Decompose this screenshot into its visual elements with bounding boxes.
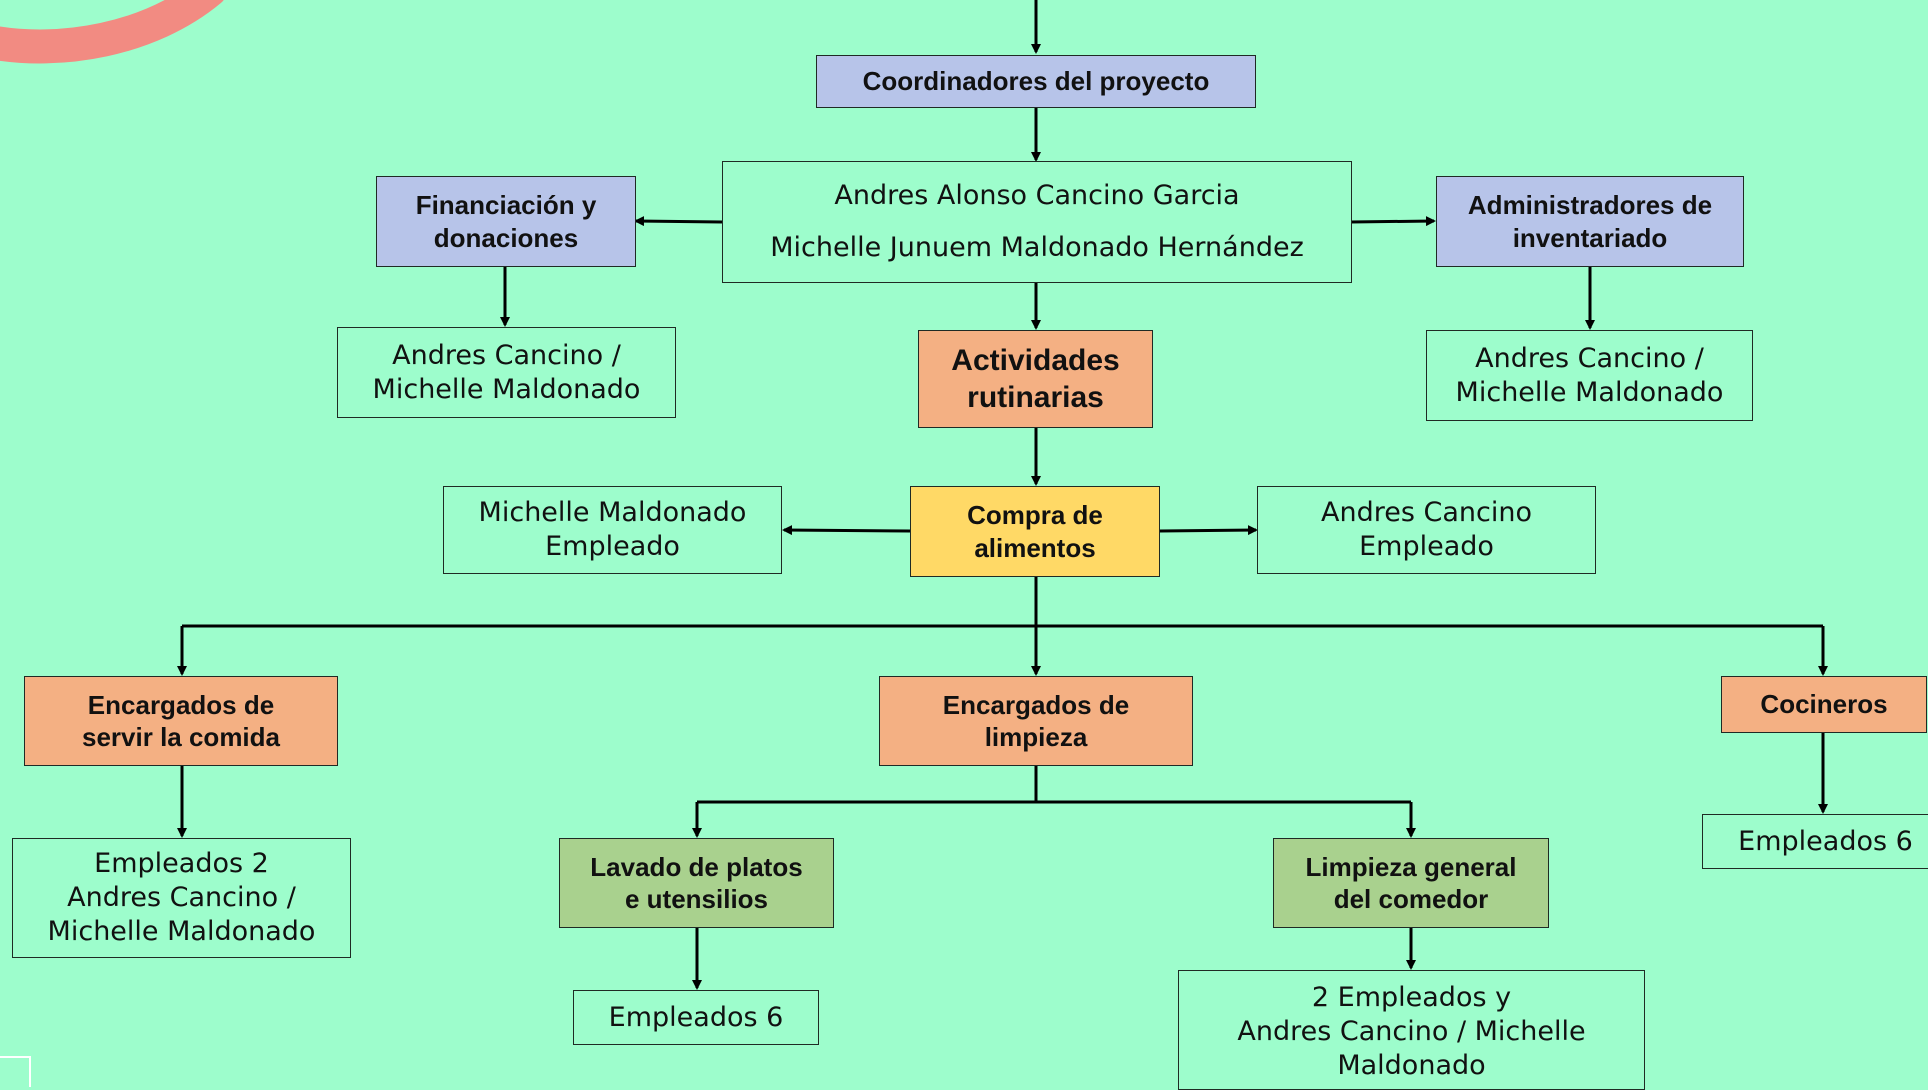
cocineros-box: Cocineros (1721, 676, 1927, 733)
limpieza-label-2: limpieza (984, 722, 1088, 752)
administradores-name-1: Andres Cancino / (1475, 342, 1704, 374)
compra-left-name: Michelle Maldonado (478, 497, 747, 529)
financiacion-name-2: Michelle Maldonado (372, 373, 641, 405)
lavado-names-box: Empleados 6 (573, 990, 819, 1045)
cocineros-names: Empleados 6 (1738, 825, 1913, 857)
administradores-names-box: Andres Cancino / Michelle Maldonado (1426, 330, 1753, 421)
compra-right-role: Empleado (1359, 531, 1494, 562)
limpieza-general-name-3: Maldonado (1337, 1049, 1486, 1081)
financiacion-box: Financiación y donaciones (376, 176, 636, 267)
lavado-label-1: Lavado de platos (590, 851, 803, 882)
administradores-box: Administradores de inventariado (1436, 176, 1744, 267)
servir-label-2: servir la comida (82, 722, 280, 752)
servir-label-1: Encargados de (87, 689, 275, 720)
compra-label-1: Compra de (967, 500, 1103, 530)
administradores-label-1: Administradores de (1467, 190, 1713, 220)
limpieza-label-1: Encargados de (942, 689, 1130, 720)
decorative-square (0, 1056, 31, 1087)
cocineros-label: Cocineros (1760, 689, 1888, 720)
actividades-label-2: rutinarias (967, 381, 1104, 414)
limpieza-general-label-1: Limpieza general (1305, 851, 1517, 882)
servir-name-1: Empleados 2 (94, 848, 269, 880)
limpieza-general-box: Limpieza general del comedor (1273, 838, 1549, 928)
coordinadores-box: Coordinadores del proyecto (816, 55, 1256, 108)
compra-left-box: Michelle Maldonado Empleado (443, 486, 782, 574)
compra-box: Compra de alimentos (910, 486, 1160, 577)
administradores-label-2: inventariado (1512, 222, 1668, 253)
administradores-name-2: Michelle Maldonado (1455, 376, 1724, 408)
servir-name-3: Michelle Maldonado (47, 915, 316, 947)
coord-name-2: Michelle Junuem Maldonado Hernández (770, 232, 1304, 264)
decorative-arc (0, 0, 224, 64)
coord-name-1: Andres Alonso Cancino Garcia (834, 180, 1240, 212)
lavado-box: Lavado de platos e utensilios (559, 838, 834, 928)
servir-name-2: Andres Cancino / (67, 882, 296, 914)
limpieza-general-label-2: del comedor (1333, 884, 1489, 914)
financiacion-name-1: Andres Cancino / (392, 339, 621, 371)
limpieza-general-name-2: Andres Cancino / Michelle (1237, 1015, 1586, 1047)
actividades-label-1: Actividades (951, 343, 1120, 377)
compra-label-2: alimentos (974, 532, 1096, 563)
coordinadores-names-box: Andres Alonso Cancino Garcia Michelle Ju… (722, 161, 1352, 283)
financiacion-label-1: Financiación y (415, 190, 597, 220)
compra-right-name: Andres Cancino (1321, 497, 1532, 529)
financiacion-label-2: donaciones (433, 222, 579, 253)
compra-right-box: Andres Cancino Empleado (1257, 486, 1596, 574)
financiacion-names-box: Andres Cancino / Michelle Maldonado (337, 327, 676, 418)
limpieza-general-names-box: 2 Empleados y Andres Cancino / Michelle … (1178, 970, 1645, 1090)
servir-names-box: Empleados 2 Andres Cancino / Michelle Ma… (12, 838, 351, 958)
servir-box: Encargados de servir la comida (24, 676, 338, 766)
limpieza-general-name-1: 2 Empleados y (1311, 982, 1512, 1013)
limpieza-box: Encargados de limpieza (879, 676, 1193, 766)
actividades-box: Actividades rutinarias (918, 330, 1153, 428)
cocineros-names-box: Empleados 6 (1702, 814, 1928, 869)
lavado-label-2: e utensilios (624, 884, 769, 914)
compra-left-role: Empleado (545, 531, 680, 562)
lavado-names: Empleados 6 (608, 1001, 784, 1033)
coordinadores-label: Coordinadores del proyecto (862, 66, 1210, 97)
